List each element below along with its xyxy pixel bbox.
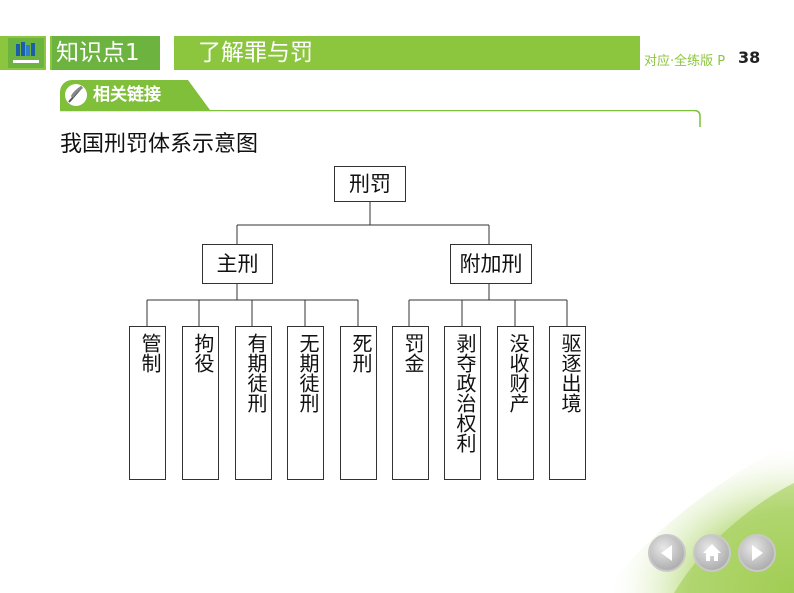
related-links-label: 相关链接 [93,85,161,105]
books-logo-icon [8,38,44,68]
section-title: 了解罪与罚 [198,40,313,66]
tab-underline [60,110,701,127]
related-links-tab [60,80,210,110]
node-main-item: 管制 [129,326,166,480]
next-button[interactable] [738,534,776,572]
node-additional-item: 驱逐出境 [549,326,586,480]
prev-button[interactable] [648,534,686,572]
workbook-reference: 对应·全练版 P [644,54,726,69]
diagram-caption: 我国刑罚体系示意图 [60,132,259,157]
node-additional-penalty: 附加刑 [450,244,532,284]
node-main-penalty: 主刑 [202,244,273,284]
header-arrow-icon [618,36,640,70]
node-main-item: 有期徒刑 [235,326,272,480]
page-number: 38 [738,48,761,67]
home-icon [703,544,721,561]
arrow-right-icon [752,545,763,561]
node-main-item: 死刑 [340,326,377,480]
knowledge-point-label: 知识点1 [56,40,140,66]
node-main-item: 无期徒刑 [287,326,324,480]
node-additional-item: 没收财产 [497,326,534,480]
node-root: 刑罚 [334,166,406,202]
home-button[interactable] [693,534,731,572]
arrow-left-icon [661,545,672,561]
header-divider [46,36,50,70]
knowledge-point-badge [52,36,160,70]
quill-pen-icon [68,85,83,103]
node-additional-item: 剥夺政治权利 [444,326,481,480]
node-additional-item: 罚金 [392,326,429,480]
node-main-item: 拘役 [182,326,219,480]
header-divider [160,36,174,70]
